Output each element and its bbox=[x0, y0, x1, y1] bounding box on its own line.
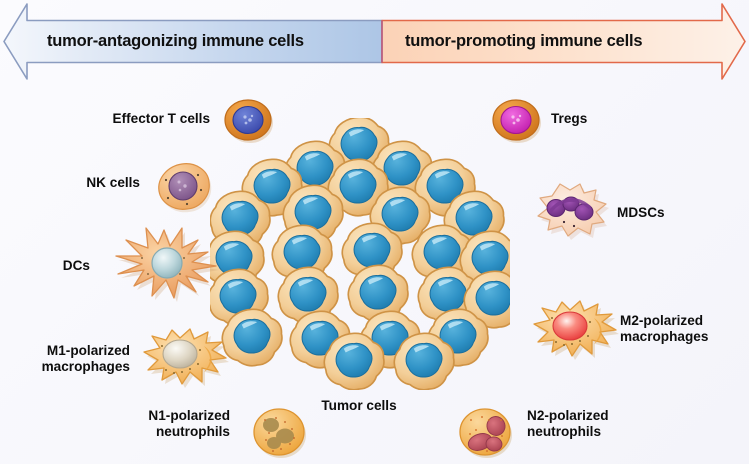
tumor-cell-cluster-icon bbox=[210, 118, 510, 390]
n1-neutrophils-label-line2: neutrophils bbox=[155, 424, 230, 440]
n2-neutrophils-label-line1: N2-polarized bbox=[527, 408, 609, 423]
mdscs-label: MDSCs bbox=[617, 205, 665, 220]
n1-neutrophil-icon bbox=[252, 406, 310, 460]
mdsc-cell-icon bbox=[534, 182, 612, 242]
tregs-label: Tregs bbox=[551, 111, 588, 126]
banner-arrow: tumor-antagonizing immune cells tumor-pr… bbox=[0, 0, 749, 88]
banner-label-antagonizing: tumor-antagonizing immune cells bbox=[47, 32, 304, 50]
n2-neutrophils-label: N2-polarized neutrophils bbox=[527, 408, 667, 440]
m2-macrophage-icon bbox=[532, 300, 620, 362]
m1-macrophages-label-line2: macrophages bbox=[41, 359, 130, 375]
n1-neutrophils-label: N1-polarized neutrophils bbox=[100, 408, 230, 440]
dendritic-cell-icon bbox=[112, 222, 230, 310]
tumor-cells-label: Tumor cells bbox=[321, 398, 397, 413]
n2-neutrophils-label-line2: neutrophils bbox=[527, 424, 602, 440]
m1-macrophage-icon bbox=[142, 328, 230, 390]
m2-macrophages-label: M2-polarized macrophages bbox=[620, 313, 745, 345]
banner-label-promoting: tumor-promoting immune cells bbox=[405, 32, 643, 50]
effector-t-cells-label: Effector T cells bbox=[112, 111, 210, 126]
n1-neutrophils-label-line1: N1-polarized bbox=[148, 408, 230, 423]
dcs-label: DCs bbox=[62, 258, 90, 273]
m2-macrophages-label-line1: M2-polarized bbox=[620, 313, 704, 328]
nk-cells-label: NK cells bbox=[86, 175, 140, 190]
m1-macrophages-label: M1-polarized macrophages bbox=[10, 343, 130, 375]
effector-t-cell-icon bbox=[222, 96, 276, 146]
n2-neutrophil-icon bbox=[458, 406, 516, 460]
m2-macrophages-label-line2: macrophages bbox=[620, 329, 709, 345]
m1-macrophages-label-line1: M1-polarized bbox=[46, 343, 130, 358]
treg-cell-icon bbox=[490, 96, 544, 146]
nk-cell-icon bbox=[152, 160, 214, 214]
